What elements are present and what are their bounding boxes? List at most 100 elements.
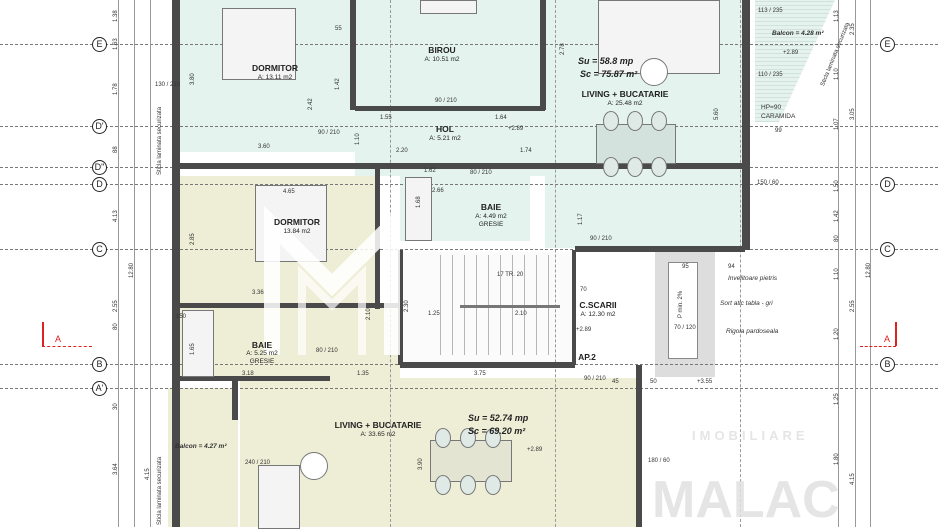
level-scara: +2.89 [576,327,592,333]
window-2: 110 / 235 [758,72,783,78]
vdim-left: 2.85 [190,233,196,245]
dim-line-left-2 [134,0,135,527]
vdim-left: 1.78 [113,83,119,95]
wall [172,0,180,527]
dim: 55 [335,26,342,32]
balcony-bottom-label: Balcon = 4.27 m² [175,443,227,450]
chair [460,475,476,495]
sofa-bottom [258,465,300,529]
watermark-logo-icon [264,205,400,355]
window-4: 130 / 210 [155,82,181,88]
axis-line-c [0,249,938,250]
apartment2-su: Su = 52.74 mp [468,413,529,423]
room-area-living-top: A: 25.48 m2 [607,100,643,107]
axis-label-c-right: C [880,242,895,257]
dim: 3.36 [252,290,264,296]
vdim-inner: 1.17 [578,213,584,225]
dim-line-right-3 [870,0,871,527]
vdim-inner: 1.10 [355,133,361,145]
grid-v-3 [555,0,556,527]
vdim-right: 1.20 [834,328,840,340]
wall [180,376,330,381]
room-finish-baie-top: GRESIE [478,221,504,228]
level-balcony: +2.89 [783,50,799,56]
axis-line-e [0,44,938,45]
dim-line-right-1 [838,0,839,527]
door-hol: 90 / 210 [318,130,340,136]
dim: 99 [775,128,782,134]
dim: 94 [728,264,735,270]
bed-top [222,8,296,80]
vdim-right: 1.42 [834,210,840,222]
vdim-inner: 3.80 [190,73,196,85]
wall [180,303,400,308]
chair [651,111,667,131]
chair [460,428,476,448]
vdim-right: 12.80 [866,262,872,278]
axis-label-d-right: D [880,177,895,192]
wall [350,0,356,110]
section-line-right [895,322,897,346]
chair [603,157,619,177]
room-name-birou: BIROU [428,45,456,55]
room-name-scara: C.SCARII [579,300,617,310]
vdim-right: 1.07 [834,118,840,130]
chair [435,475,451,495]
vdim-inner: 2.10 [366,308,372,320]
axis-label-d-left: D [92,177,107,192]
vdim-left: 12.80 [129,262,135,278]
vdim-right: 1.13 [834,10,840,22]
room-area-dormitor-top: A: 13.11 m2 [257,74,293,81]
room-area-baie-top: A: 4.49 m2 [475,213,507,220]
apartment1-su: Su = 58.8 mp [578,56,634,66]
vdim-left: 30 [113,403,119,410]
roof-terrace-inner [668,262,698,359]
door-baie2: 80 / 210 [316,348,338,354]
bathtub-middle [182,310,214,377]
door-living: 90 / 210 [590,236,612,242]
wall [232,380,238,420]
apartment1-sc: Sc = 75.87 m² [580,69,638,79]
vdim-left: 1.38 [113,10,119,22]
room-area-scara: A: 12.30 m2 [580,311,616,318]
dim: 3.60 [258,144,270,150]
section-line-left-h [42,346,92,347]
vdim-right: 4.15 [850,473,856,485]
room-name-dormitor-middle: DORMITOR [273,217,321,227]
chair [603,111,619,131]
door-ap2: 90 / 210 [584,376,606,382]
apartment2-sc: Sc = 69.20 m² [468,426,526,436]
axis-label-b-left: B [92,357,107,372]
dim: 45 [612,379,619,385]
chair [485,475,501,495]
dim: 2.66 [432,188,444,194]
wall [355,106,545,111]
vdim-right: 1.50 [834,180,840,192]
vdim-left: 88 [113,146,119,153]
bathtub-top [405,177,432,241]
vdim-right: 80 [834,235,840,242]
axis-label-d-prime-left: D' [92,119,107,134]
wall [540,0,546,110]
dim: 1.62 [424,168,436,174]
vdim-right: 1.25 [834,393,840,405]
axis-label-b-right: B [880,357,895,372]
note-gutter: Rigola pardoseala [726,328,779,335]
balcony-bottom-glass: Sticla laminata securizata [157,456,163,525]
chair [627,157,643,177]
vdim-inner: 2.42 [308,98,314,110]
vdim-left: 80 [113,323,119,330]
window-1: 113 / 235 [758,8,783,14]
balcony-top-material: CARAMIDA [761,113,796,120]
dim-line-left-3 [150,0,151,527]
vdim-left: 2.55 [113,300,119,312]
section-label-right: A [884,334,891,344]
room-name-hol: HOL [436,124,454,134]
section-label-left: A [55,334,62,344]
watermark-sub: IMOBILIARE [692,428,809,443]
room-area-birou: A: 10.51 m2 [424,56,460,63]
window-3: 150 / 60 [757,180,779,186]
stair-landing [460,305,560,308]
window-7: 70 / 120 [674,325,696,331]
room-name-dormitor-top: DORMITOR [251,63,299,73]
